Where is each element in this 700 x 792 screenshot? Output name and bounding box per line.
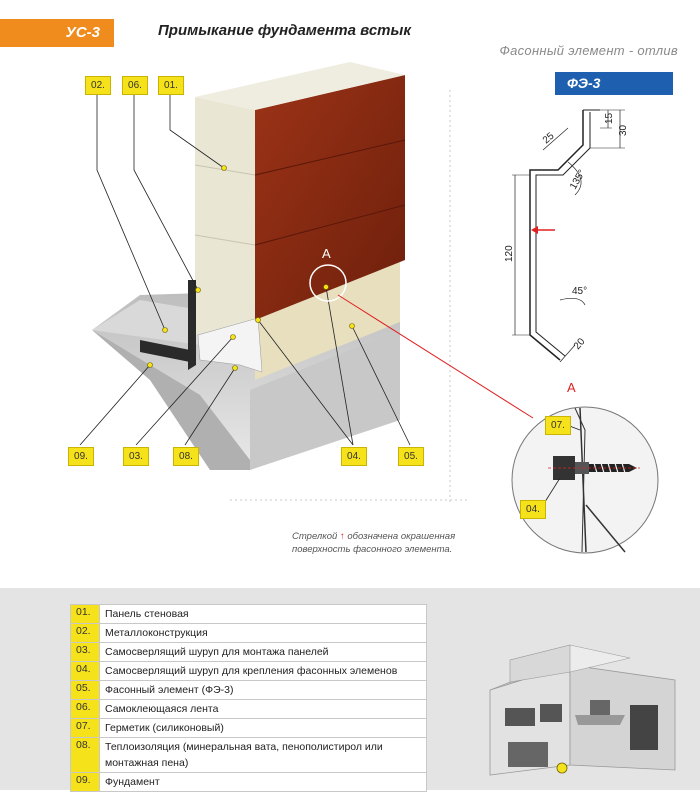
legend-number: 03. [70, 642, 100, 662]
leader-dots [147, 165, 355, 371]
legend-text: Фасонный элемент (ФЭ-3) [99, 680, 427, 700]
legend-text: Герметик (силиконовый) [99, 718, 427, 738]
detail-callout-04: 04. [520, 500, 546, 519]
steel-angle [140, 280, 196, 370]
callout-05: 05. [398, 447, 424, 466]
paint-note-before: Стрелкой [292, 531, 338, 542]
paint-note-after: обозначена окрашенная поверхность фасонн… [292, 531, 456, 555]
legend-text: Фундамент [99, 772, 427, 792]
element-code-badge: ФЭ-3 [555, 72, 673, 95]
detail-title: A [567, 380, 576, 395]
paint-side-arrow-head [531, 226, 538, 234]
angle-135: 135° [568, 168, 588, 191]
callout-02: 02. [85, 76, 111, 95]
dim-20: 20 [572, 336, 588, 352]
callout-03: 03. [123, 447, 149, 466]
leader-lines [79, 93, 411, 446]
detail-callout-07: 07. [545, 416, 571, 435]
legend-row: 01.Панель стеновая [70, 604, 427, 624]
callout-09: 09. [68, 447, 94, 466]
legend-row: 07.Герметик (силиконовый) [70, 718, 427, 738]
dim-15: 15 [604, 112, 615, 124]
detail-connector [337, 294, 534, 419]
profile-drawing [512, 109, 625, 363]
legend-row: 03.Самосверлящий шуруп для монтажа панел… [70, 642, 427, 662]
legend-text: Теплоизоляция (минеральная вата, пенопол… [99, 737, 427, 773]
section-code: УС-3 [0, 19, 114, 47]
legend-row: 06.Самоклеющаяся лента [70, 699, 427, 719]
callout-01: 01. [158, 76, 184, 95]
legend-row: 08.Теплоизоляция (минеральная вата, пено… [70, 737, 427, 773]
legend-number: 06. [70, 699, 100, 719]
page-subtitle: Фасонный элемент - отлив [499, 43, 678, 58]
dim-120: 120 [504, 245, 515, 262]
paint-note: Стрелкой ↑ обозначена окрашенная поверхн… [292, 530, 492, 556]
callout-08: 08. [173, 447, 199, 466]
wall-panel-illustration [194, 62, 406, 335]
detail-view [511, 406, 659, 554]
legend-row: 05.Фасонный элемент (ФЭ-3) [70, 680, 427, 700]
legend-text: Самоклеющаяся лента [99, 699, 427, 719]
building-illustration [489, 644, 676, 776]
legend-number: 08. [70, 737, 100, 773]
dim-25: 25 [541, 130, 557, 146]
red-arrow-icon: ↑ [339, 531, 345, 542]
angle-45: 45° [572, 286, 587, 297]
legend-text: Панель стеновая [99, 604, 427, 624]
legend-row: 09.Фундамент [70, 772, 427, 792]
legend-text: Самосверлящий шуруп для монтажа панелей [99, 642, 427, 662]
location-marker-icon [556, 762, 568, 774]
detail-marker-label: A [322, 246, 331, 261]
flashing-element [255, 262, 400, 380]
diagram-canvas: A A [79, 62, 659, 554]
callout-06: 06. [122, 76, 148, 95]
callout-04: 04. [341, 447, 367, 466]
legend-text: Самосверлящий шуруп для крепления фасонн… [99, 661, 427, 681]
legend-number: 05. [70, 680, 100, 700]
legend-number: 02. [70, 623, 100, 643]
legend-number: 01. [70, 604, 100, 624]
legend-number: 04. [70, 661, 100, 681]
detail-marker-ring [309, 264, 347, 302]
legend-number: 09. [70, 772, 100, 792]
dim-30: 30 [618, 124, 629, 136]
legend-row: 02.Металлоконструкция [70, 623, 427, 643]
page-title: Примыкание фундамента встык [158, 22, 411, 39]
legend-row: 04.Самосверлящий шуруп для крепления фас… [70, 661, 427, 681]
legend-number: 07. [70, 718, 100, 738]
legend-text: Металлоконструкция [99, 623, 427, 643]
